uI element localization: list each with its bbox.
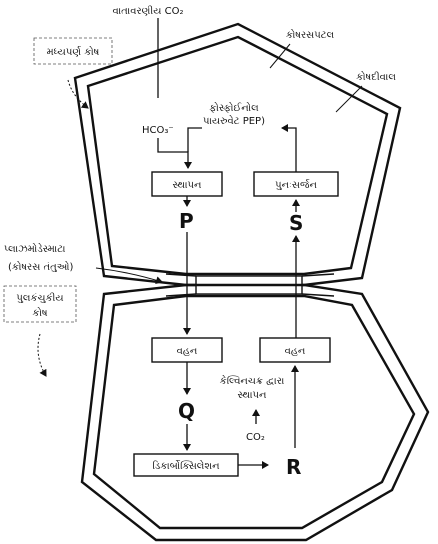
letter-p: P: [179, 209, 194, 233]
transport-box-left-label: વહન: [177, 346, 198, 357]
bundle-sheath-cell-wall-outer: [80, 283, 430, 542]
plasmodesmata-pointer: [95, 267, 163, 285]
bundle-sheath-label-line2: કોષ: [32, 306, 48, 319]
fixation-box: [151, 171, 223, 197]
atmospheric-co2-label: વાતાવરણીય CO₂: [113, 5, 184, 17]
letter-q: Q: [178, 399, 195, 423]
mesophyll-cell-label: મધ્યપર્ણ કોષ: [47, 45, 100, 58]
pep-label-line2: પાયરુવેટ PEP): [203, 114, 265, 127]
regeneration-box: [253, 171, 339, 197]
decarboxylation-box-label: ડિકાર્બોક્સિલેશન: [152, 459, 220, 472]
cell-wall-label: કોષદીવાલ: [356, 70, 396, 83]
transport-box-right: [259, 337, 331, 363]
bundle-sheath-label-line1: પુલકંચુકીય: [16, 292, 63, 304]
mesophyll-cell-wall-outer: [73, 22, 402, 287]
pore-right-bottom: [301, 293, 335, 297]
bundle-sheath-label-box: [3, 285, 77, 323]
pep-label-line1: ફોસ્ફોઈનોલ: [209, 101, 259, 114]
pore-left-bottom: [165, 293, 197, 297]
regeneration-box-label: પુનઃસર્જન: [275, 179, 317, 191]
hco3-label: HCO₃⁻: [142, 125, 174, 136]
cell-wall-pointer: [335, 85, 363, 113]
transport-box-right-label: વહન: [285, 346, 306, 357]
mesophyll-cell-wall-inner: [86, 35, 389, 276]
pore-right-top: [301, 273, 335, 277]
bundle-sheath-cell-wall-inner: [92, 294, 416, 530]
bundle-sheath-pointer: [37, 333, 47, 377]
plasmodesmata-label-line2: (કોષરસ તંતુઓ): [8, 260, 73, 273]
chloroplast-label: કોષરસપટલ: [286, 28, 335, 41]
calvin-label-line1: કેલ્વિનચક્ર દ્વારા: [220, 374, 285, 387]
pore-left-top: [165, 273, 197, 277]
hco3-to-fixation-arrow: [157, 138, 192, 169]
co2-label: CO₂: [246, 432, 265, 443]
pep-to-fixation-arrow: [187, 127, 202, 152]
letter-s: S: [289, 211, 303, 235]
regeneration-to-pep-arrow: [281, 124, 297, 172]
plasmodesmata-label-line1: પ્લાઝમોડેસ્માટા: [4, 242, 66, 255]
fixation-box-label: સ્થાપન: [172, 180, 202, 191]
letter-r: R: [286, 455, 301, 479]
transport-box-left: [151, 337, 223, 363]
chloroplast-pointer: [269, 43, 291, 69]
mesophyll-pointer: [67, 79, 89, 109]
calvin-label-line2: સ્થાપન: [237, 390, 267, 401]
mesophyll-cell-label-box: [33, 37, 113, 65]
